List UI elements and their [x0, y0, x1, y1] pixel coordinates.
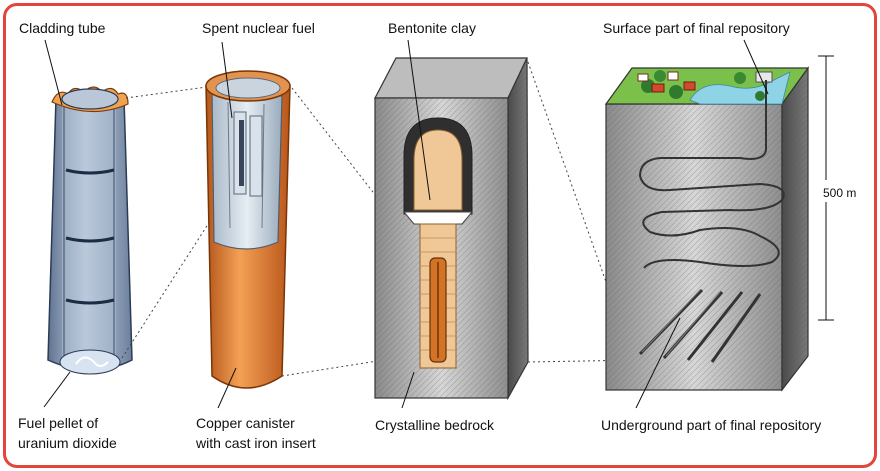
copper-canister: [205, 41, 291, 409]
bedrock-block: [374, 39, 529, 409]
label-canister-line2: with cast iron insert: [196, 435, 316, 451]
rod-canister-connector: [121, 85, 215, 359]
rock-repository-connector: [527, 61, 641, 363]
label-depth: 500 m: [823, 186, 857, 200]
label-spent-nuclear-fuel: Spent nuclear fuel: [202, 20, 315, 36]
label-canister-line1: Copper canister: [196, 415, 295, 431]
cladding-tube-leader: [44, 39, 63, 106]
bedrock-leader: [401, 371, 415, 409]
underground-repository-leader: [635, 317, 681, 409]
fuel-rod: [43, 39, 133, 408]
spent-fuel-leader: [221, 41, 233, 119]
bentonite-leader: [407, 39, 431, 201]
canister-rock-connector: [281, 87, 423, 377]
label-fuel-pellet-line1: Fuel pellet of: [18, 415, 99, 431]
fuel-pellet-leader: [43, 371, 71, 408]
label-fuel-pellet-line2: uranium dioxide: [18, 435, 117, 451]
label-underground-repository: Underground part of final repository: [601, 417, 822, 433]
label-bedrock: Crystalline bedrock: [375, 417, 495, 433]
label-surface-repository: Surface part of final repository: [603, 20, 790, 36]
label-cladding-tube: Cladding tube: [19, 20, 106, 36]
canister-leader: [217, 367, 237, 409]
surface-repository-leader: [743, 39, 769, 95]
repository-block: [604, 39, 866, 409]
label-bentonite-clay: Bentonite clay: [388, 20, 476, 36]
